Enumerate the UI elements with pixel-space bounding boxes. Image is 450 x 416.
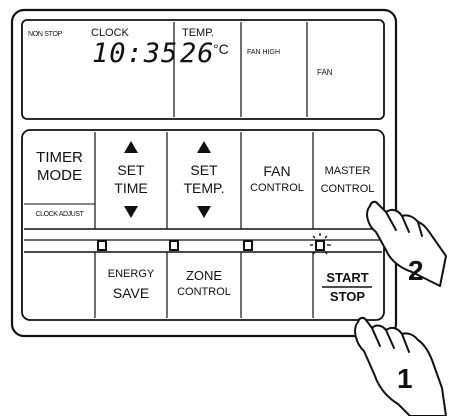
temp-value: 26	[180, 38, 215, 69]
clock-adjust-button[interactable]: CLOCK ADJUST	[24, 204, 95, 229]
set-time-label-1: SET	[117, 162, 145, 178]
lamp-glow-icon	[310, 233, 331, 255]
energy-save-button[interactable]: ENERGY SAVE	[95, 252, 167, 318]
set-temp-label-2: TEMP.	[183, 180, 225, 196]
fan-control-button[interactable]: FAN CONTROL	[241, 132, 313, 229]
timer-mode-label-1: TIMER	[36, 149, 83, 166]
clock-value: 10:35	[92, 38, 179, 69]
start-label: START	[326, 270, 369, 285]
set-temp-button[interactable]: SET TEMP.	[167, 132, 241, 229]
arrow-down-icon	[124, 206, 138, 218]
temp-unit: °C	[213, 41, 229, 57]
fan-control-label-1: FAN	[263, 163, 291, 179]
master-control-label-1: MASTER	[324, 165, 371, 177]
indicator-lamp	[243, 240, 253, 251]
zone-control-button[interactable]: ZONE CONTROL	[167, 252, 241, 318]
indicator-lamp-lit	[315, 240, 325, 251]
stop-label: STOP	[329, 289, 366, 304]
run-mode-indicator: NON STOP	[28, 31, 63, 38]
indicator-lamp	[97, 240, 107, 251]
blank-button[interactable]	[241, 252, 313, 318]
lcd-display	[21, 19, 385, 120]
fan-indicator: FAN	[317, 68, 333, 77]
master-control-label-2: CONTROL	[320, 183, 375, 195]
arrow-down-icon	[197, 206, 211, 218]
energy-save-label-1: ENERGY	[107, 268, 155, 280]
energy-save-label-2: SAVE	[112, 285, 150, 301]
arrow-up-icon	[197, 141, 211, 153]
pointing-hand-icon	[366, 200, 447, 287]
timer-mode-button[interactable]: TIMER MODE	[24, 132, 95, 204]
pointing-hand-icon	[354, 316, 447, 416]
arrow-up-icon	[124, 141, 138, 153]
blank-button[interactable]	[24, 252, 95, 318]
zone-control-label-1: ZONE	[185, 268, 223, 283]
step-1-callout: 1	[397, 363, 413, 394]
step-2-callout: 2	[408, 255, 424, 286]
set-time-label-2: TIME	[114, 180, 148, 196]
clock-label: CLOCK	[91, 27, 129, 39]
fan-control-label-2: CONTROL	[250, 182, 304, 194]
fan-speed-indicator: FAN HIGH	[247, 49, 281, 56]
timer-mode-label-2: MODE	[37, 167, 82, 184]
temp-label: TEMP.	[182, 27, 215, 39]
set-temp-label-1: SET	[190, 162, 218, 178]
zone-control-label-2: CONTROL	[177, 286, 231, 298]
clock-adjust-label: CLOCK ADJUST	[35, 211, 84, 218]
set-time-button[interactable]: SET TIME	[95, 132, 167, 229]
indicator-lamp	[169, 240, 179, 251]
start-stop-button[interactable]: START STOP	[313, 252, 382, 318]
master-control-button[interactable]: MASTER CONTROL	[313, 132, 382, 229]
